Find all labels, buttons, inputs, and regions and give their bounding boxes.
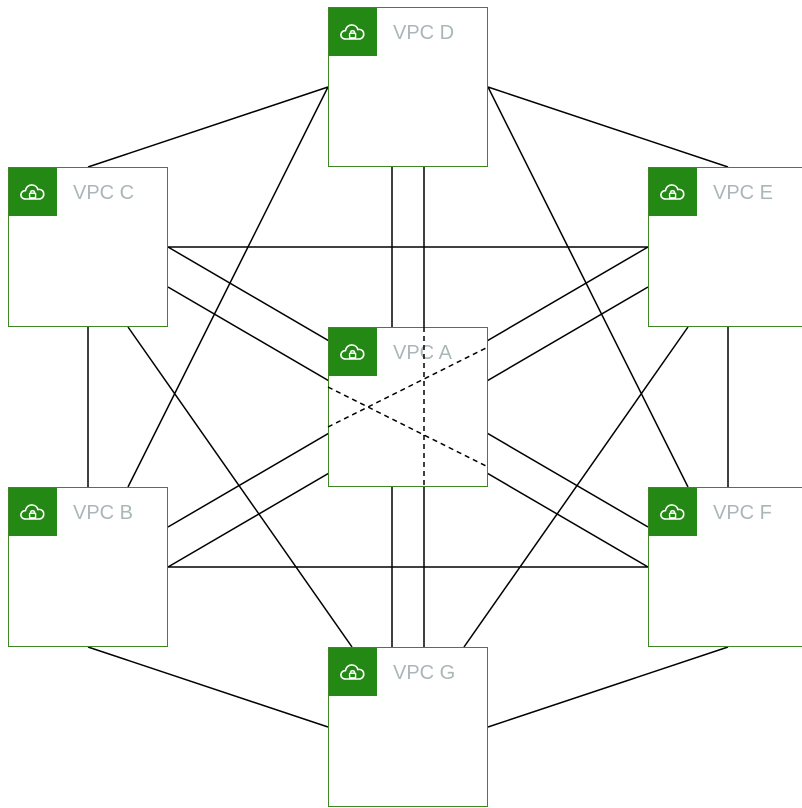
connector-d-e[interactable] (487, 86, 729, 168)
vpc-f-badge (649, 488, 697, 536)
vpc-cloud-lock-icon (660, 504, 685, 520)
vpc-cloud-lock-icon (660, 184, 685, 200)
vpc-b-badge (9, 488, 57, 536)
vpc-g-badge (329, 648, 377, 696)
vpc-e[interactable]: VPC E (648, 167, 802, 327)
connector-c-g[interactable] (127, 326, 353, 648)
vpc-d-label: VPC D (393, 22, 455, 44)
connector-d-f[interactable] (487, 86, 689, 488)
vpc-cloud-lock-icon (340, 344, 365, 360)
vpc-b[interactable]: VPC B (8, 487, 168, 647)
vpc-d-badge (329, 8, 377, 56)
vpc-c[interactable]: VPC C (8, 167, 168, 327)
vpc-f-label: VPC F (713, 502, 772, 524)
vpc-g-label: VPC G (393, 662, 456, 684)
vpc-e-label: VPC E (713, 182, 774, 204)
vpc-c-label: VPC C (73, 182, 135, 204)
connector-b-g[interactable] (87, 646, 329, 728)
vpc-b-label: VPC B (73, 502, 134, 524)
connector-e-g[interactable] (463, 326, 689, 648)
connector-d-c[interactable] (87, 86, 329, 168)
vpc-f[interactable]: VPC F (648, 487, 802, 647)
vpc-g[interactable]: VPC G (328, 647, 488, 807)
vpc-cloud-lock-icon (20, 184, 45, 200)
vpc-a[interactable]: VPC A (328, 327, 488, 487)
vpc-e-badge (649, 168, 697, 216)
vpc-a-badge (329, 328, 377, 376)
vpc-cloud-lock-icon (340, 664, 365, 680)
vpc-a-label: VPC A (393, 342, 452, 364)
vpc-cloud-lock-icon (20, 504, 45, 520)
vpc-c-badge (9, 168, 57, 216)
connector-d-b[interactable] (127, 86, 329, 488)
vpc-d[interactable]: VPC D (328, 7, 488, 167)
connector-f-g[interactable] (487, 646, 729, 728)
vpc-cloud-lock-icon (340, 24, 365, 40)
